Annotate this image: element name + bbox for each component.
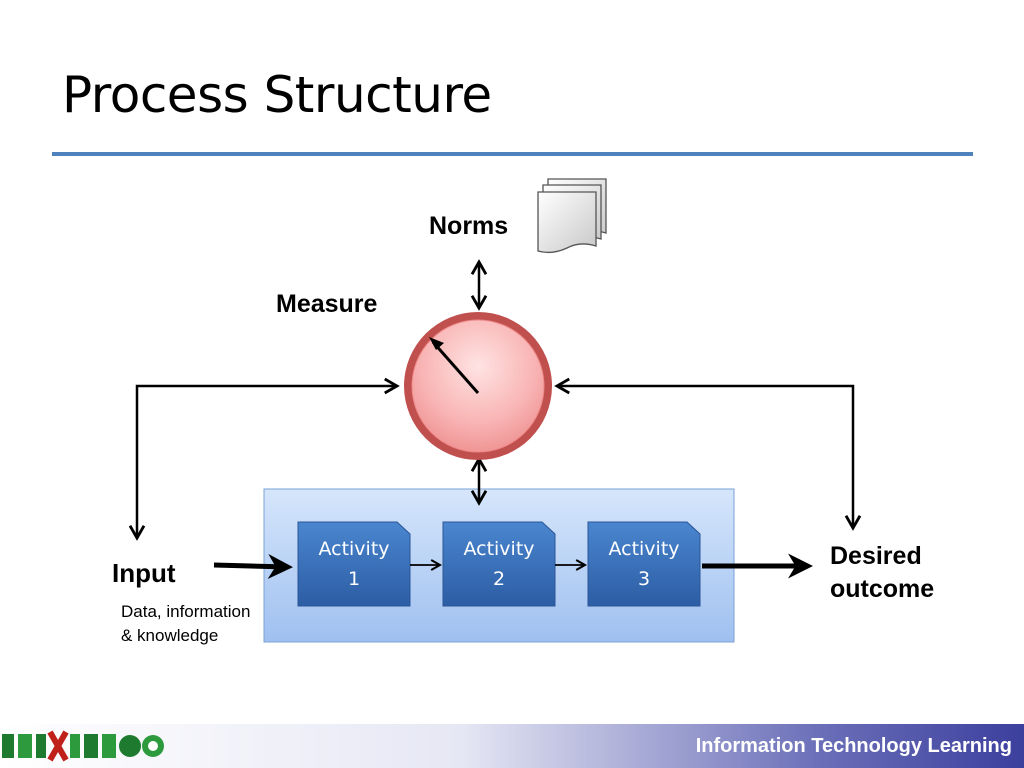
activity-3: Activity 3	[588, 522, 700, 606]
activity-2-line2: 2	[492, 568, 506, 590]
feedback-left-line	[128, 377, 400, 541]
gauge-icon	[404, 312, 552, 460]
norms-label: Norms	[429, 212, 509, 240]
slide-title: Process Structure	[62, 66, 492, 124]
activity-1-line1: Activity	[318, 538, 390, 560]
document-stack-icon	[537, 178, 607, 254]
measure-label: Measure	[276, 290, 378, 318]
desired-outcome-label: Desired outcome	[830, 540, 934, 606]
feedback-right-line	[554, 377, 862, 531]
activity-1: Activity 1	[298, 522, 410, 606]
input-detail: Data, information & knowledge	[121, 602, 251, 645]
activity-3-line1: Activity	[608, 538, 680, 560]
activity-2: Activity 2	[443, 522, 555, 606]
logo-mark-icon	[2, 730, 164, 762]
input-label: Input	[112, 558, 176, 588]
activity-2-line1: Activity	[463, 538, 535, 560]
activity-shape-3	[587, 521, 701, 607]
activity-1-line2: 1	[347, 568, 361, 590]
footer-text: Information Technology Learning	[695, 735, 1012, 757]
activity-shape-1	[297, 521, 411, 607]
title-divider	[52, 152, 973, 156]
activity-shape-2	[442, 521, 556, 607]
activity-3-line2: 3	[637, 568, 651, 590]
footer-bar: Information Technology Learning	[0, 724, 1024, 768]
outcome-line-2: outcome	[830, 575, 935, 603]
input-arrow	[213, 553, 293, 579]
outcome-line-1: Desired	[830, 542, 922, 570]
